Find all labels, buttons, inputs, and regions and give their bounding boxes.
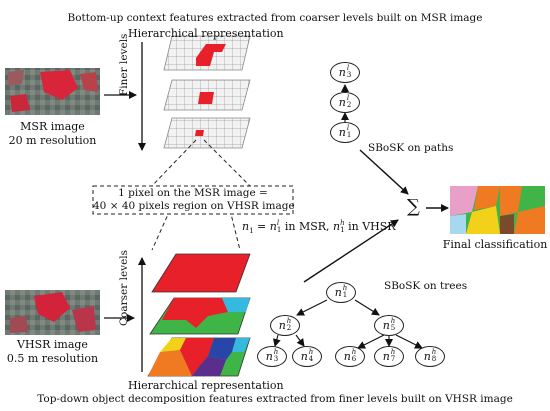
msr-grid-level-2 <box>163 79 251 111</box>
coarser-levels-label: Coarser levels <box>118 249 130 326</box>
vhsr-label-line2: 0.5 m resolution <box>6 352 99 365</box>
pixel-note-line2: 40 × 40 pixels region on VHSR image <box>93 200 295 212</box>
projection-line-lower-left <box>151 209 171 251</box>
projection-line-right <box>203 139 251 187</box>
vhsr-image <box>5 290 100 335</box>
pixel-note-box <box>92 185 294 215</box>
bottom-caption: Top-down object decomposition features e… <box>37 393 513 405</box>
vhsr-level-mid <box>149 297 251 335</box>
finer-levels-label: Finer levels <box>118 33 130 96</box>
trees-to-sum-arrow <box>303 219 399 283</box>
vhsr-level-fine <box>147 337 251 377</box>
vhsr-label-line1: VHSR image <box>17 338 88 351</box>
paths-to-sum-arrow <box>359 149 409 195</box>
sbosk-trees-label: SBoSK on trees <box>384 280 468 292</box>
projection-line-lower-right <box>229 209 241 251</box>
top-caption: Bottom-up context features extracted fro… <box>67 12 483 24</box>
hierarchical-representation-bottom: Hierarchical representation <box>128 379 284 392</box>
vhsr-level-coarse <box>151 253 251 293</box>
sbosk-paths-label: SBoSK on paths <box>368 142 454 154</box>
msr-image <box>5 68 100 115</box>
pixel-note-line1: 1 pixel on the MSR image = <box>118 187 268 199</box>
hierarchical-representation-top: Hierarchical representation <box>128 27 284 40</box>
sum-symbol: ∑ <box>407 196 420 217</box>
msr-grid-level-1 <box>163 35 251 71</box>
msr-grid-level-3 <box>163 117 251 149</box>
final-classification-label: Final classification <box>442 238 548 251</box>
msr-label-line1: MSR image <box>20 120 85 133</box>
tree-edges <box>272 299 423 349</box>
msr-label-line2: 20 m resolution <box>8 134 97 147</box>
final-classification-map <box>450 186 545 234</box>
